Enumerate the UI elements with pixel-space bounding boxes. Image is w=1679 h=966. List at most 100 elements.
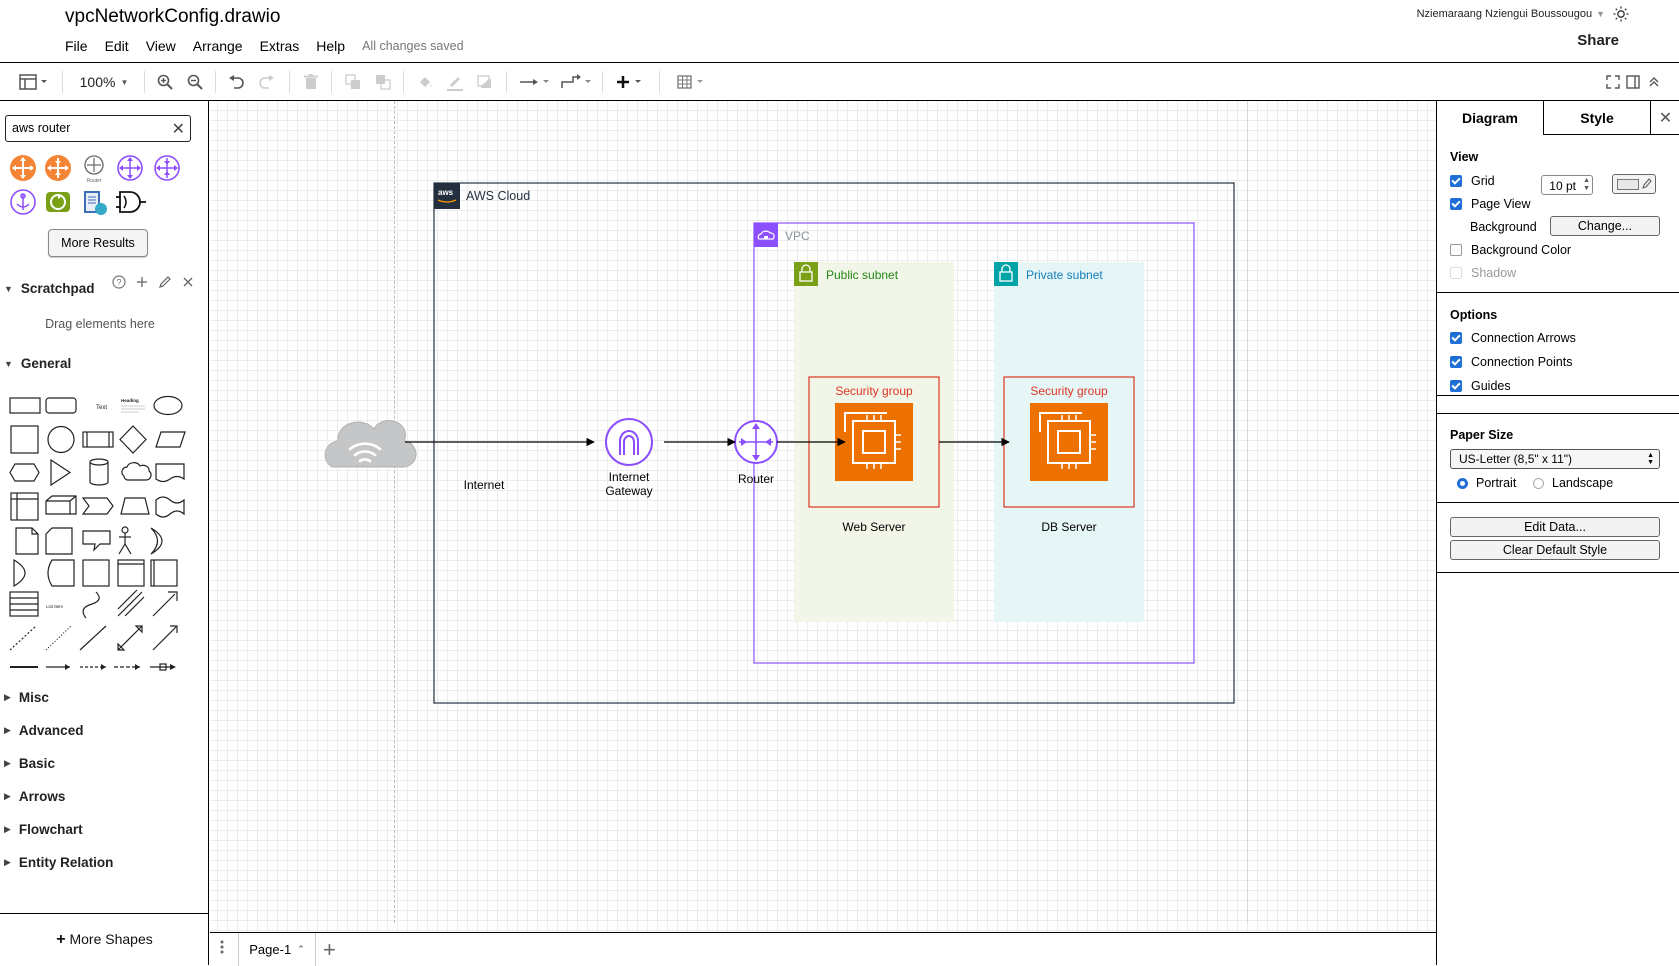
page-view-checkbox[interactable] bbox=[1450, 198, 1462, 210]
grid-option[interactable]: Grid bbox=[1450, 174, 1495, 188]
waypoints-icon[interactable] bbox=[560, 72, 594, 92]
close-icon[interactable]: ✕ bbox=[1651, 101, 1679, 135]
add-icon[interactable] bbox=[136, 275, 148, 289]
format-panel-icon[interactable] bbox=[17, 72, 51, 92]
delete-icon[interactable] bbox=[302, 72, 320, 92]
page-tab[interactable]: Page-1 ⌃ bbox=[238, 933, 316, 966]
add-page-icon[interactable]: + bbox=[323, 937, 336, 962]
shadow-icon[interactable] bbox=[476, 72, 494, 92]
aws-router-orange-icon[interactable] bbox=[9, 154, 37, 182]
clear-default-style-button[interactable]: Clear Default Style bbox=[1450, 540, 1660, 560]
diagram-canvas[interactable] bbox=[210, 101, 1435, 933]
more-results-button[interactable]: More Results bbox=[48, 229, 148, 257]
zoom-in-icon[interactable] bbox=[156, 72, 174, 92]
insert-icon[interactable] bbox=[614, 72, 648, 92]
collapse-icon[interactable] bbox=[1645, 72, 1663, 92]
aws-router-orange-2-icon[interactable] bbox=[44, 154, 72, 182]
background-color-checkbox[interactable] bbox=[1450, 244, 1462, 256]
internet-cloud-icon[interactable] bbox=[324, 420, 417, 468]
theme-icon[interactable] bbox=[1613, 6, 1629, 22]
aws-router-purple-2-icon[interactable] bbox=[153, 154, 181, 182]
general-section-header[interactable]: ▼ General bbox=[0, 356, 71, 371]
aws-cloud-group[interactable]: aws AWS Cloud bbox=[433, 182, 1235, 704]
search-input[interactable] bbox=[6, 116, 166, 140]
web-server-ec2-icon[interactable] bbox=[835, 403, 913, 481]
section-basic[interactable]: ▶Basic bbox=[0, 756, 55, 771]
line-color-icon[interactable] bbox=[446, 72, 464, 92]
private-subnet-group[interactable]: Private subnet bbox=[994, 262, 1144, 622]
tab-style[interactable]: Style bbox=[1544, 101, 1651, 135]
share-button[interactable]: Share bbox=[1577, 32, 1619, 49]
section-entity-relation[interactable]: ▶Entity Relation bbox=[0, 855, 113, 870]
paper-size-select[interactable]: US-Letter (8,5" x 11") ▲▼ bbox=[1450, 449, 1660, 469]
guides-checkbox[interactable] bbox=[1450, 380, 1462, 392]
section-misc[interactable]: ▶Misc bbox=[0, 690, 49, 705]
shadow-option[interactable]: Shadow bbox=[1450, 266, 1516, 280]
grid-color-button[interactable] bbox=[1612, 174, 1656, 194]
green-router-icon[interactable] bbox=[44, 188, 72, 216]
grid-size-input[interactable]: 10 pt ▲▼ bbox=[1541, 175, 1593, 195]
redo-icon[interactable] bbox=[258, 72, 276, 92]
book-router-icon[interactable] bbox=[80, 188, 108, 216]
svg-text:?: ? bbox=[116, 278, 121, 288]
logic-gate-icon[interactable] bbox=[116, 188, 146, 216]
portrait-option[interactable]: Portrait bbox=[1457, 476, 1516, 490]
menu-arrange[interactable]: Arrange bbox=[192, 38, 243, 54]
guides-option[interactable]: Guides bbox=[1450, 379, 1511, 393]
section-arrows[interactable]: ▶Arrows bbox=[0, 789, 65, 804]
edit-data-button[interactable]: Edit Data... bbox=[1450, 517, 1660, 537]
menu-file[interactable]: File bbox=[65, 38, 88, 54]
scratchpad-header[interactable]: ▼ Scratchpad bbox=[0, 281, 94, 296]
router-label: Router bbox=[738, 472, 774, 486]
to-front-icon[interactable] bbox=[344, 72, 362, 92]
menu-extras[interactable]: Extras bbox=[259, 38, 300, 54]
clear-search-icon[interactable]: ✕ bbox=[171, 121, 185, 138]
internet-gateway-icon[interactable] bbox=[605, 418, 653, 466]
rectangle-shape bbox=[9, 397, 41, 414]
connection-points-option[interactable]: Connection Points bbox=[1450, 355, 1572, 369]
spinner-icon[interactable]: ▲▼ bbox=[1583, 177, 1590, 192]
zoom-select[interactable]: 100% ▼ bbox=[76, 72, 132, 92]
pages-menu-icon[interactable] bbox=[220, 939, 224, 955]
undo-icon[interactable] bbox=[227, 72, 245, 92]
router-gray-icon[interactable]: Router bbox=[80, 154, 108, 184]
change-background-button[interactable]: Change... bbox=[1550, 216, 1660, 236]
caret-up-icon[interactable]: ⌃ bbox=[297, 944, 305, 954]
portrait-radio[interactable] bbox=[1457, 477, 1468, 489]
menu-help[interactable]: Help bbox=[316, 38, 346, 54]
menu-view[interactable]: View bbox=[145, 38, 176, 54]
close-icon[interactable] bbox=[182, 275, 194, 289]
db-server-ec2-icon[interactable] bbox=[1030, 403, 1108, 481]
section-advanced[interactable]: ▶Advanced bbox=[0, 723, 83, 738]
connection-points-checkbox[interactable] bbox=[1450, 356, 1462, 368]
landscape-radio[interactable] bbox=[1533, 477, 1544, 489]
fullscreen-icon[interactable] bbox=[1604, 72, 1622, 92]
connection-arrows-checkbox[interactable] bbox=[1450, 332, 1462, 344]
page-view-option[interactable]: Page View bbox=[1450, 197, 1531, 211]
tab-diagram[interactable]: Diagram bbox=[1437, 101, 1544, 135]
shadow-checkbox[interactable] bbox=[1450, 267, 1462, 279]
aws-router-purple-icon[interactable] bbox=[116, 154, 144, 182]
file-title[interactable]: vpcNetworkConfig.drawio bbox=[65, 6, 281, 27]
fill-color-icon[interactable] bbox=[416, 72, 434, 92]
general-shapes-grid[interactable]: Text Heading List Item bbox=[8, 386, 198, 786]
help-icon[interactable]: ? bbox=[112, 275, 126, 289]
scratchpad-tools: ? bbox=[112, 275, 194, 289]
table-icon[interactable] bbox=[676, 72, 710, 92]
more-shapes-button[interactable]: + More Shapes bbox=[0, 931, 208, 949]
background-color-option[interactable]: Background Color bbox=[1450, 243, 1571, 257]
menu-edit[interactable]: Edit bbox=[104, 38, 129, 54]
landscape-option[interactable]: Landscape bbox=[1533, 476, 1613, 490]
connection-icon[interactable] bbox=[518, 72, 552, 92]
section-flowchart[interactable]: ▶Flowchart bbox=[0, 822, 83, 837]
grid-checkbox[interactable] bbox=[1450, 175, 1462, 187]
triangle-shape bbox=[50, 458, 72, 487]
toggle-panel-icon[interactable] bbox=[1624, 72, 1642, 92]
zoom-out-icon[interactable] bbox=[186, 72, 204, 92]
connection-arrows-option[interactable]: Connection Arrows bbox=[1450, 331, 1576, 345]
user-menu[interactable]: Nziemaraang Nziengui Boussougou ▼ bbox=[1417, 6, 1629, 22]
vpc-router-icon[interactable] bbox=[9, 188, 37, 216]
to-back-icon[interactable] bbox=[374, 72, 392, 92]
edit-icon[interactable] bbox=[158, 275, 172, 289]
router-icon[interactable] bbox=[734, 420, 778, 464]
